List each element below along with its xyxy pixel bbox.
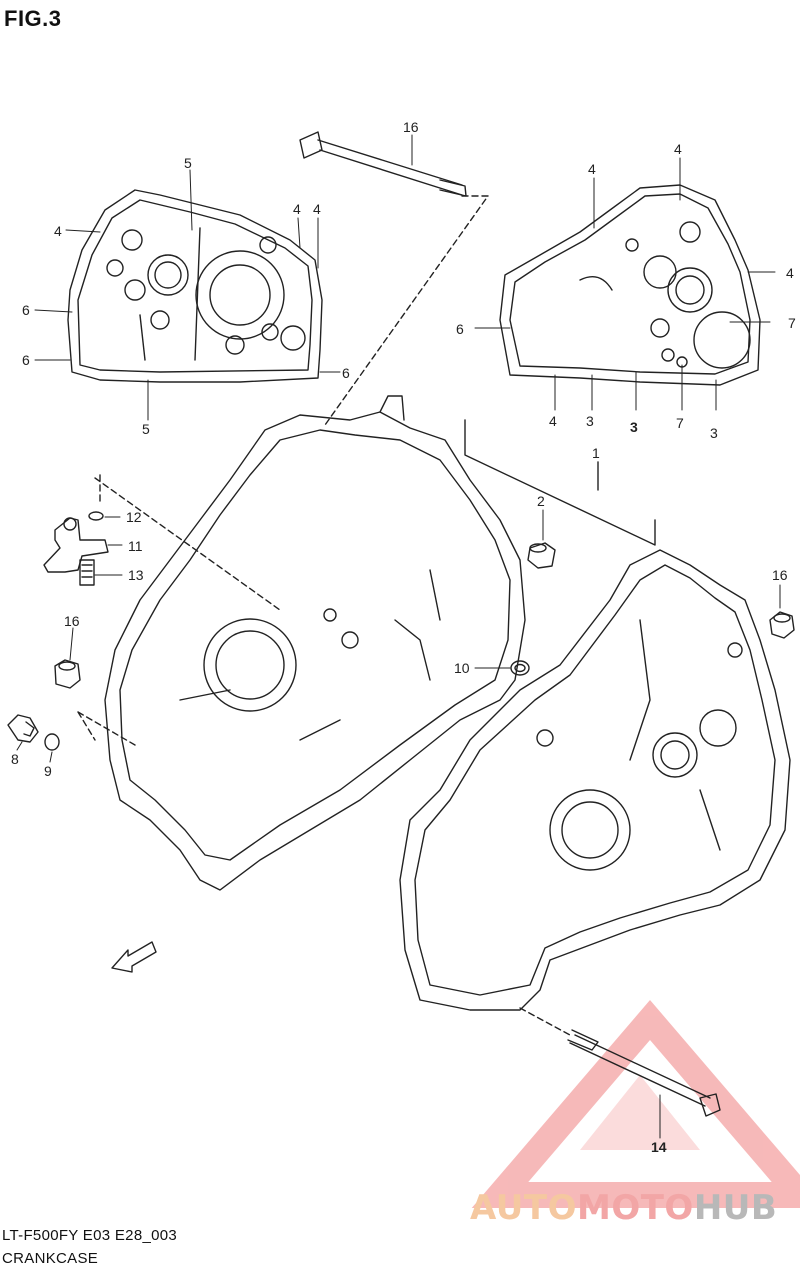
callout-16-left: 16	[64, 613, 80, 629]
nut-16-right	[769, 611, 795, 639]
watermark-logo-icon	[471, 1000, 800, 1208]
model-code-label: LT-F500FY E03 E28_003	[2, 1227, 178, 1244]
callout-6-c: 6	[342, 365, 350, 381]
callout-3-a: 3	[586, 413, 594, 429]
figure-title: FIG.3	[4, 6, 62, 31]
o-ring-10	[510, 660, 530, 676]
callout-4-f: 4	[786, 265, 794, 281]
callout-15: 16	[403, 119, 419, 135]
fwd-arrow-icon	[111, 941, 157, 973]
callout-3-c: 3	[710, 425, 718, 441]
callout-16-right: 16	[772, 567, 788, 583]
bolt-15-leader	[324, 195, 489, 426]
callout-7-b: 7	[676, 415, 684, 431]
dowel-pin-2	[527, 542, 556, 569]
breather-leader	[94, 474, 281, 611]
watermark-part-hub: HUB	[693, 1188, 778, 1228]
callout-14: 14	[651, 1139, 667, 1155]
nut-16-left	[54, 659, 81, 689]
right-cover-gasket	[499, 184, 761, 386]
callout-3-b: 3	[630, 419, 638, 435]
long-bolt-14	[567, 1029, 721, 1117]
callout-4-g: 4	[549, 413, 557, 429]
callout-7-a: 7	[788, 315, 796, 331]
callout-labels: 16 5 4 4 4 6 6 6 5 4 4 4 6 7 4 3 3 7 3 1…	[11, 119, 796, 1155]
callout-4-e: 4	[674, 141, 682, 157]
callout-11: 11	[128, 538, 143, 554]
bolt-13	[79, 559, 95, 586]
plug-leader	[77, 711, 136, 746]
gasket-washer-9	[44, 733, 60, 751]
watermark-text: AUTOMOTOHUB	[470, 1188, 777, 1228]
section-name-label: CRANKCASE	[2, 1250, 99, 1267]
callout-5-top: 5	[184, 155, 192, 171]
callout-9: 9	[44, 763, 52, 779]
washer-12	[88, 511, 104, 521]
callout-leaders	[16, 134, 781, 1139]
callout-12: 12	[126, 509, 142, 525]
breather-union-11	[43, 517, 109, 573]
watermark-part-auto: AUTO	[470, 1188, 577, 1228]
part-1-leader	[464, 419, 656, 546]
callout-4-a: 4	[54, 223, 62, 239]
callout-2: 2	[537, 493, 545, 509]
left-cover-gasket	[67, 189, 323, 383]
callout-4-b: 4	[293, 201, 301, 217]
callout-6-d: 6	[456, 321, 464, 337]
callout-4-d: 4	[588, 161, 596, 177]
callout-13: 13	[128, 567, 144, 583]
callout-6-b: 6	[22, 352, 30, 368]
right-crankcase-half	[399, 549, 791, 1011]
callout-4-c: 4	[313, 201, 321, 217]
callout-8: 8	[11, 751, 19, 767]
drain-plug-8	[7, 714, 39, 743]
callout-6-a: 6	[22, 302, 30, 318]
left-crankcase-half	[104, 395, 526, 891]
watermark-part-moto: MOTO	[576, 1188, 694, 1228]
bolt-14-leader	[519, 1007, 571, 1036]
callout-1: 1	[592, 445, 600, 461]
long-bolt-15	[299, 131, 467, 197]
callout-5-bottom: 5	[142, 421, 150, 437]
callout-10: 10	[454, 660, 470, 676]
